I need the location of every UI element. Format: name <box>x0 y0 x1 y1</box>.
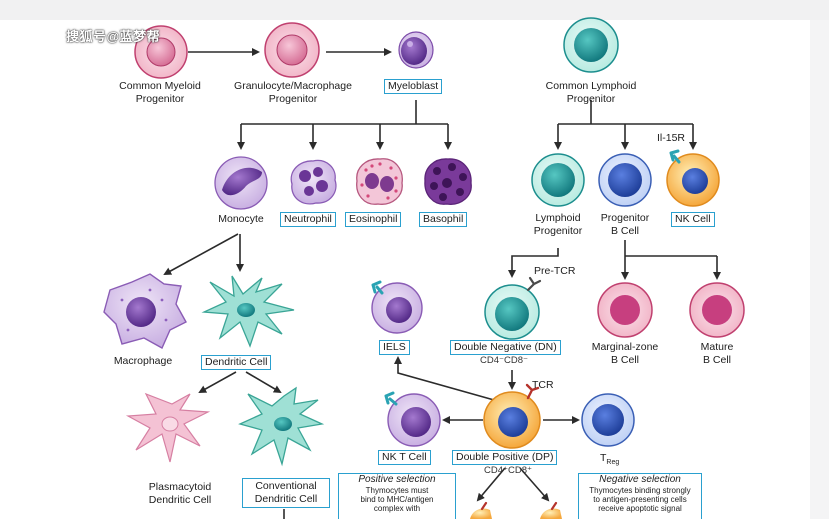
label-line: Progenitor <box>135 93 185 105</box>
label-line: Lymphoid <box>535 212 581 224</box>
label-line: Common Lymphoid <box>545 80 637 92</box>
box-double-negative: Double Negative (DN) <box>450 340 561 355</box>
watermark: 搜狐号@蓝梦帮 <box>66 29 161 44</box>
label-tcr: TCR <box>532 379 554 391</box>
label-line: B Cell <box>702 354 731 366</box>
label-line: Granulocyte/Macrophage <box>234 80 352 92</box>
cell-partial-bottom-left <box>470 501 492 519</box>
label-line: Progenitor <box>268 93 318 105</box>
cell-macrophage <box>103 273 187 349</box>
cell-common-lymphoid-progenitor <box>563 17 619 73</box>
cell-nk <box>666 149 720 207</box>
label-mature-b-cell: Mature B Cell <box>688 341 746 367</box>
box-dendritic-cell: Dendritic Cell <box>201 355 272 370</box>
cell-iels <box>371 280 423 334</box>
cell-double-positive <box>483 383 541 449</box>
cell-progenitor-b <box>598 153 652 207</box>
note-title: Positive selection <box>358 474 436 485</box>
cell-marginal-zone-b <box>597 282 653 338</box>
note-line: Thymocytes must <box>365 486 429 495</box>
cell-neutrophil <box>290 159 337 205</box>
box-neutrophil: Neutrophil <box>280 212 336 227</box>
label-line: Progenitor <box>533 225 583 237</box>
label-line: Dendritic Cell <box>254 493 318 505</box>
label-granulocyte-macrophage-progenitor: Granulocyte/Macrophage Progenitor <box>226 80 360 106</box>
label-plasmacytoid-dendritic-cell: Plasmacytoid Dendritic Cell <box>132 481 228 507</box>
arrow-dp-to-iels <box>394 356 495 401</box>
label-line: B Cell <box>610 225 639 237</box>
cell-lymphoid-progenitor <box>531 153 585 207</box>
cell-eosinophil <box>356 158 403 205</box>
label-pre-tcr: Pre-TCR <box>534 265 576 277</box>
label-line: Marginal-zone <box>591 341 659 353</box>
box-eosinophil: Eosinophil <box>345 212 402 227</box>
label-dn-markers: CD4⁻CD8⁻ <box>480 355 529 366</box>
label-line: B Cell <box>610 354 639 366</box>
right-edge-strip <box>810 20 829 519</box>
label-t-reg: TReg <box>600 452 624 469</box>
label-common-myeloid-progenitor: Common Myeloid Progenitor <box>104 80 216 106</box>
label-il15r: Il-15R <box>656 132 685 144</box>
cell-conventional-dendritic <box>238 386 325 467</box>
note-line: Thymocytes binding strongly <box>589 486 691 495</box>
box-basophil: Basophil <box>419 212 468 227</box>
note-positive-selection: Positive selection Thymocytes must bind … <box>338 473 456 519</box>
arrow-dp-down-right <box>519 467 550 502</box>
label-line: Progenitor <box>566 93 616 105</box>
cell-dendritic <box>201 275 295 348</box>
box-nk-cell: NK Cell <box>671 212 715 227</box>
label-progenitor-b-cell: Progenitor B Cell <box>590 212 660 238</box>
label-t-reg-main: T <box>600 452 607 464</box>
label-line: Progenitor <box>600 212 650 224</box>
top-bar <box>0 0 829 20</box>
label-dp-markers: CD4⁺CD8⁺ <box>484 465 533 476</box>
box-conventional-dendritic-cell: Conventional Dendritic Cell <box>242 478 330 508</box>
cell-myeloblast <box>398 31 434 69</box>
note-line: complex with <box>373 504 421 513</box>
arrow-dendritic-to-plasmacytoid <box>198 371 237 393</box>
arrow-monocyte-to-macrophage <box>163 233 239 275</box>
cell-t-reg <box>581 393 635 447</box>
note-title: Negative selection <box>599 474 681 485</box>
label-line: Plasmacytoid <box>148 481 212 493</box>
cell-mature-b <box>689 282 745 338</box>
note-negative-selection: Negative selection Thymocytes binding st… <box>578 473 702 519</box>
cell-double-negative <box>484 276 542 340</box>
cell-basophil <box>424 158 472 205</box>
note-line: bind to MHC/antigen <box>360 495 434 504</box>
cell-granulocyte-macrophage-progenitor <box>264 22 320 78</box>
arrow-dendritic-to-conventional <box>245 371 282 394</box>
label-common-lymphoid-progenitor: Common Lymphoid Progenitor <box>528 80 654 106</box>
box-nk-t-cell: NK T Cell <box>378 450 431 465</box>
label-marginal-zone-b-cell: Marginal-zone B Cell <box>586 341 664 367</box>
cell-common-myeloid-progenitor <box>134 25 188 79</box>
label-monocyte: Monocyte <box>218 213 264 225</box>
label-macrophage: Macrophage <box>113 355 173 367</box>
label-line: Conventional <box>255 480 317 492</box>
cell-nk-t <box>384 391 441 447</box>
note-line: to antigen-presenting cells <box>593 495 687 504</box>
label-lymphoid-progenitor: Lymphoid Progenitor <box>520 212 596 238</box>
box-myeloblast: Myeloblast <box>384 79 443 94</box>
label-line: Dendritic Cell <box>148 494 212 506</box>
note-line: receive apoptotic signal <box>598 504 682 513</box>
box-iels: IELS <box>379 340 410 355</box>
label-line: Common Myeloid <box>119 80 201 92</box>
label-t-reg-sub: Reg <box>606 459 620 467</box>
cell-monocyte <box>214 156 268 210</box>
cell-partial-bottom-right <box>540 501 562 519</box>
connectors <box>163 48 721 519</box>
box-double-positive: Double Positive (DP) <box>452 450 558 465</box>
cell-plasmacytoid-dendritic <box>125 392 211 463</box>
label-line: Mature <box>700 341 734 353</box>
arrow-dp-down-left <box>476 467 506 502</box>
arrow-lymphoid-to-dn <box>508 248 559 278</box>
